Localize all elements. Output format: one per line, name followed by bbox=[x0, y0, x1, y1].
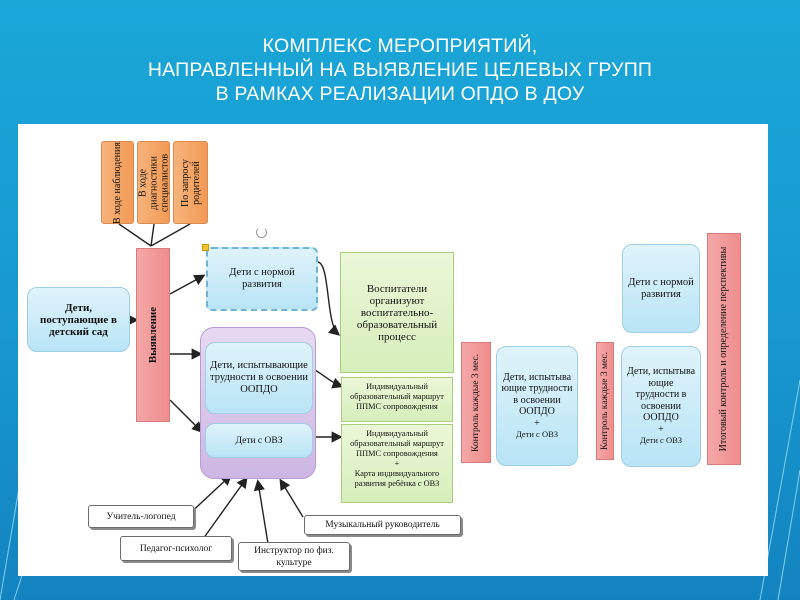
source-diagnostics: В ходе диагностики специалистов bbox=[137, 141, 170, 224]
entry-children-box: Дети, поступающие в детский сад bbox=[27, 287, 130, 352]
diagram-panel: В ходе наблюдения В ходе диагностики спе… bbox=[18, 124, 768, 576]
connector-lines bbox=[118, 223, 344, 557]
mid-group-box: Дети, испытыва ющие трудности в освоении… bbox=[496, 346, 578, 466]
identification-box: Выявление bbox=[136, 248, 170, 422]
educators-box: Воспитатели организуют воспитательно-обр… bbox=[340, 252, 454, 373]
source-observation: В ходе наблюдения bbox=[101, 141, 134, 224]
difficulty-children-box: Дети, испытывающие трудности в освоении … bbox=[205, 342, 313, 414]
psychologist-box: Педагог-психолог bbox=[120, 536, 232, 561]
control-2-box: Контроль каждые 3 мес. bbox=[596, 342, 614, 460]
final-control-box: Итоговый контроль и определение перспект… bbox=[707, 233, 741, 465]
pe-instructor-box: Инструктор по физ. культуре bbox=[238, 542, 350, 571]
speech-therapist-box: Учитель-логопед bbox=[88, 505, 194, 528]
music-director-box: Музыкальный руководитель bbox=[304, 515, 461, 535]
ovz-children-box: Дети с ОВЗ bbox=[205, 423, 313, 458]
route-1-box: Индивидуальный образовательный маршрут П… bbox=[341, 377, 453, 422]
right-normal-box: Дети с нормой развития bbox=[622, 244, 700, 333]
slide-title: КОМПЛЕКС МЕРОПРИЯТИЙ, НАПРАВЛЕННЫЙ НА ВЫ… bbox=[130, 34, 670, 106]
title-line-2: НАПРАВЛЕННЫЙ НА ВЫЯВЛЕНИЕ ЦЕЛЕВЫХ ГРУПП bbox=[147, 59, 653, 81]
title-line-3: В РАМКАХ РЕАЛИЗАЦИИ ОПДО В ДОУ bbox=[215, 83, 585, 105]
route-2-box: Индивидуальный образовательный маршрут П… bbox=[341, 424, 453, 503]
control-1-box: Контроль каждые 3 мес. bbox=[461, 342, 491, 463]
title-line-1: КОМПЛЕКС МЕРОПРИЯТИЙ, bbox=[262, 35, 538, 57]
selection-handle bbox=[202, 244, 209, 251]
source-parent-request: По запросу родителей bbox=[173, 141, 208, 224]
rotate-handle-icon bbox=[256, 227, 267, 238]
right-group-box: Дети, испытыва ющие трудности в освоении… bbox=[621, 346, 701, 467]
normal-development-box: Дети с нормой развития bbox=[206, 247, 318, 311]
